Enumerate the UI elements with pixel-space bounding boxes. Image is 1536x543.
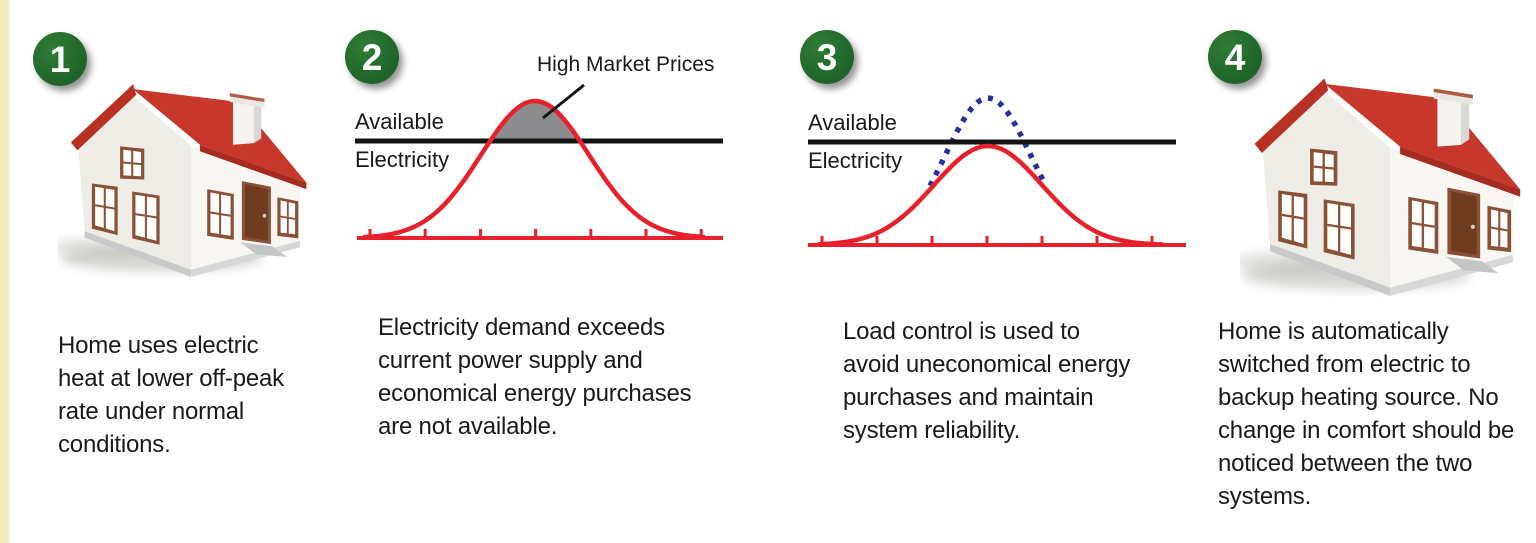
step-4-caption: Home is automatically switched from elec… bbox=[1218, 318, 1515, 510]
step-1-caption: Home uses electric heat at lower off-pea… bbox=[58, 332, 284, 458]
demand-exceeds-supply-chart: High Market Prices Available Electricity bbox=[355, 45, 727, 250]
electricity-label: Electricity bbox=[808, 148, 903, 173]
electricity-label: Electricity bbox=[355, 147, 450, 172]
x-axis-ticks bbox=[368, 229, 703, 238]
step-2-caption: Electricity demand exceeds current power… bbox=[378, 314, 692, 440]
demand-curve bbox=[362, 98, 706, 240]
house-icon bbox=[58, 68, 308, 278]
surplus-demand-area bbox=[490, 101, 580, 142]
step-2-number-badge: 2 bbox=[345, 30, 399, 84]
step-1-number-badge: 1 bbox=[33, 32, 87, 86]
demand-curve-figure bbox=[355, 83, 723, 240]
controlled-demand-curve bbox=[817, 143, 1164, 247]
available-label: Available bbox=[808, 110, 897, 135]
step-3-number-badge: 3 bbox=[800, 30, 854, 84]
annotation-pointer-line bbox=[542, 83, 585, 120]
available-label: Available bbox=[355, 109, 444, 134]
house-icon bbox=[1240, 60, 1522, 297]
high-market-prices-label: High Market Prices bbox=[537, 53, 715, 76]
load-control-figure bbox=[808, 95, 1186, 247]
load-control-chart: Available Electricity bbox=[808, 45, 1188, 250]
left-accent-strip bbox=[0, 0, 9, 543]
step-4-number-badge: 4 bbox=[1208, 30, 1262, 84]
step-3-caption: Load control is used to avoid uneconomic… bbox=[843, 318, 1131, 444]
x-axis-ticks bbox=[820, 236, 1154, 245]
